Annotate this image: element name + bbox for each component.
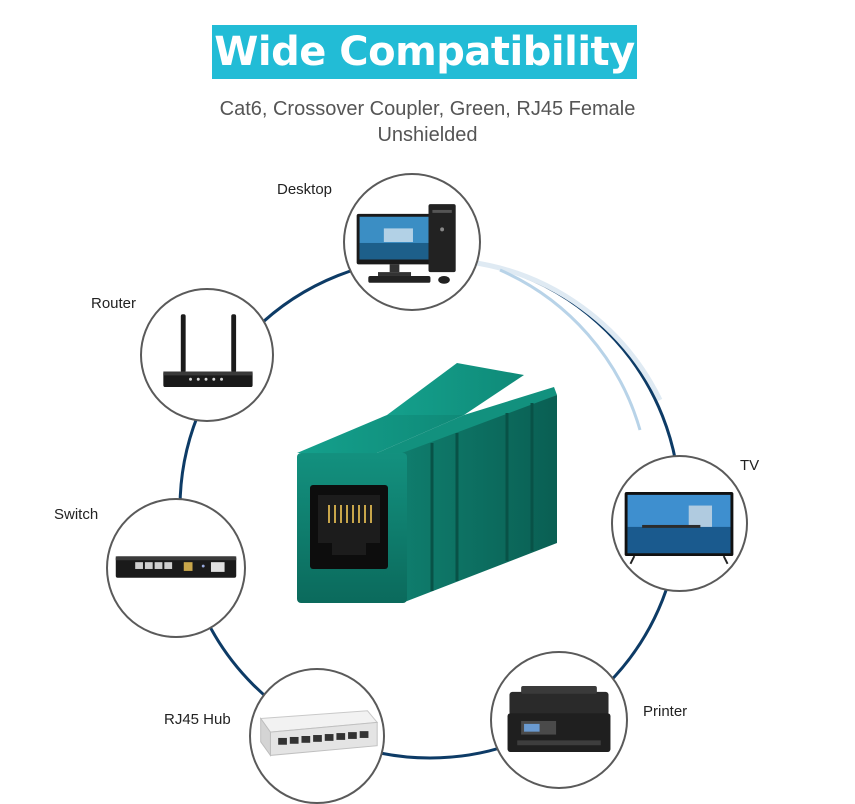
subtitle-line-2: Unshielded: [377, 124, 478, 146]
desktop-device: [343, 173, 481, 311]
router-label: Router: [91, 295, 137, 312]
switch-label: Switch: [54, 506, 99, 523]
tv-label: TV: [740, 457, 760, 474]
tv-icon: [624, 491, 734, 565]
desktop-icon: [356, 204, 456, 284]
printer-device: [490, 651, 628, 789]
hub-label: RJ45 Hub: [164, 711, 231, 728]
router-device: [140, 288, 274, 422]
desktop-label: Desktop: [277, 181, 333, 198]
rj45-coupler-image: [297, 363, 557, 603]
subtitle-line-1: Cat6, Crossover Coupler, Green, RJ45 Fem…: [219, 98, 636, 120]
switch-device: [106, 498, 246, 638]
switch-icon: [115, 556, 237, 578]
tv-device: [611, 455, 748, 592]
title-banner: Wide Compatibility: [212, 25, 637, 79]
printer-icon: [507, 686, 611, 753]
hub-icon: [259, 710, 379, 757]
printer-label: Printer: [643, 703, 688, 720]
hub-device: [249, 668, 385, 804]
router-icon: [163, 314, 253, 388]
